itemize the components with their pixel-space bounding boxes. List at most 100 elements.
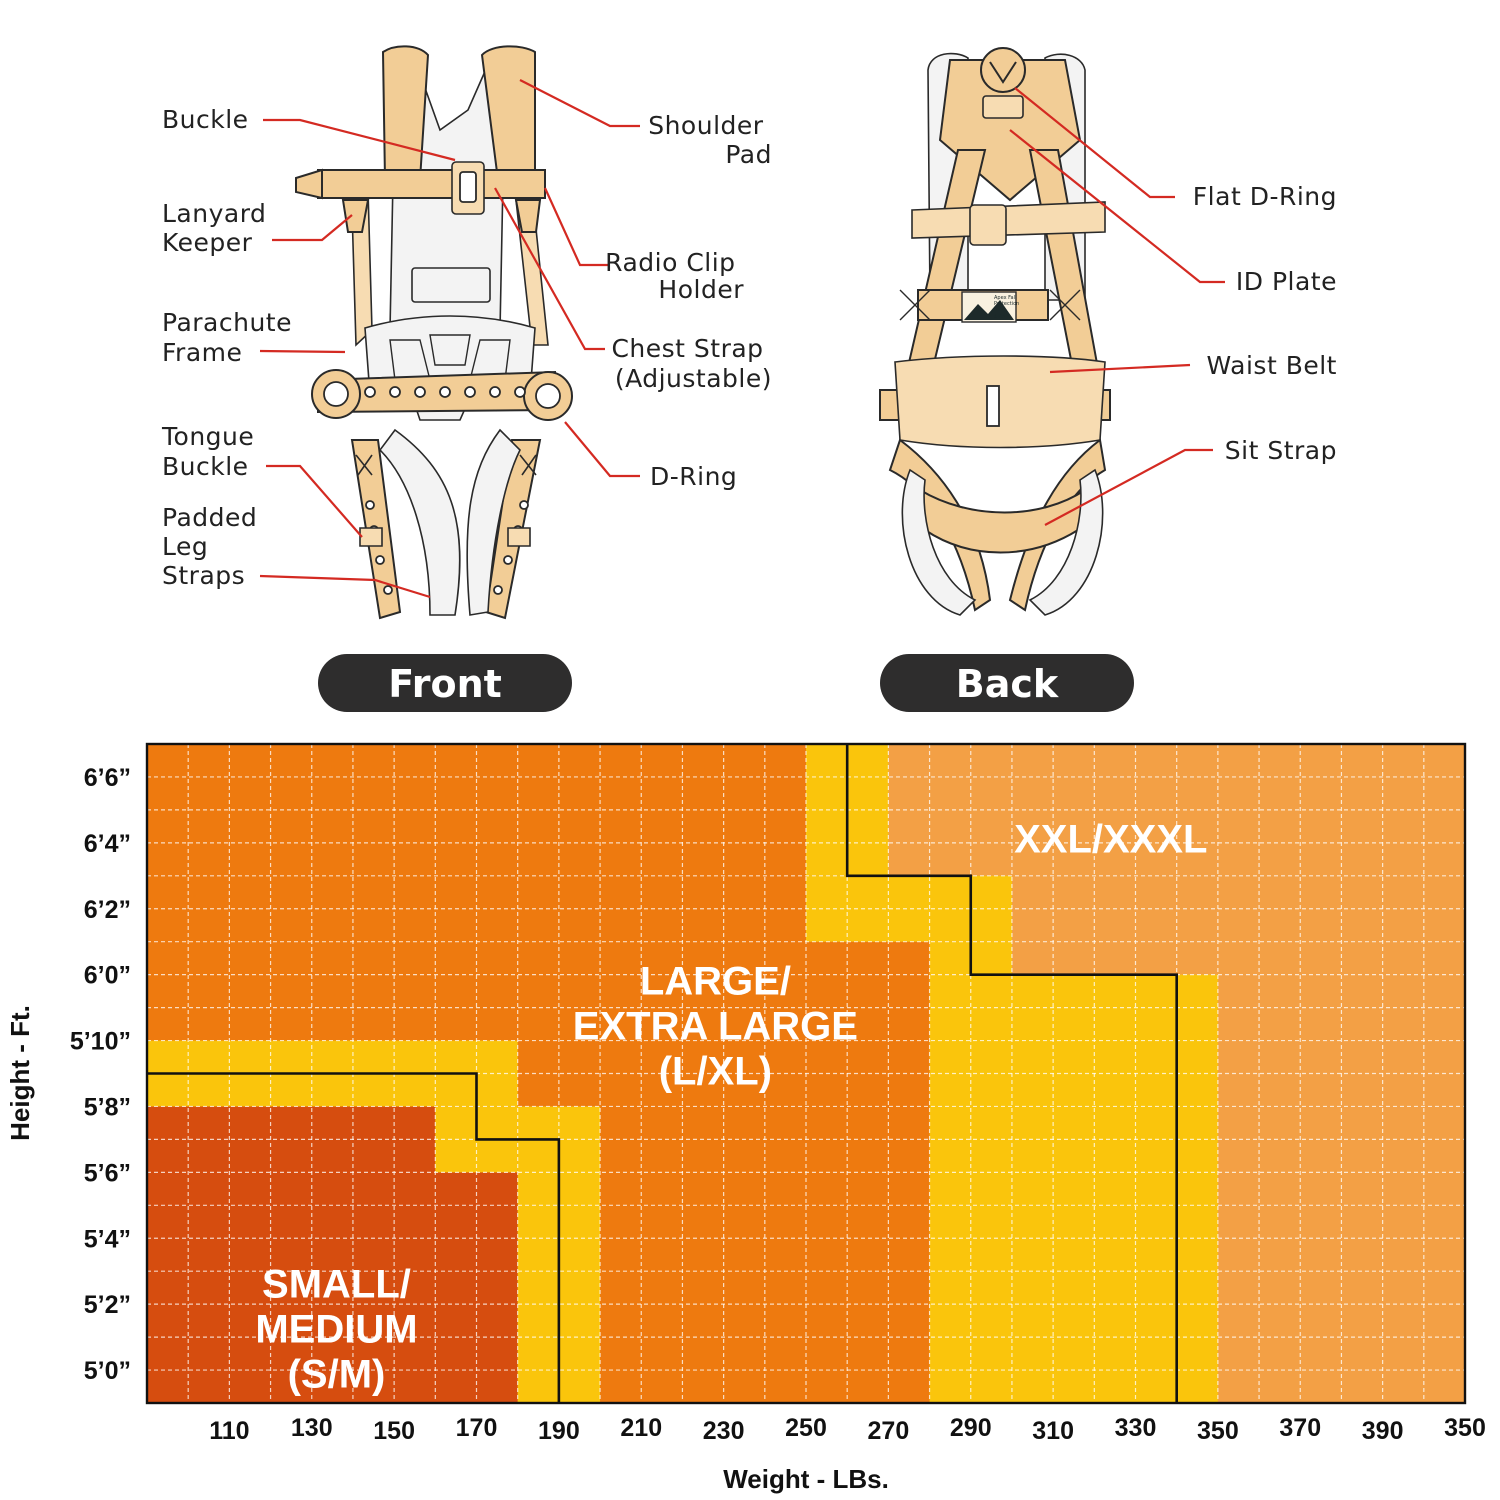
x-tick-label-12: 350 bbox=[1197, 1417, 1239, 1445]
size-chart-boundaries bbox=[147, 744, 1178, 1403]
size-zone-labels: SMALL/MEDIUM(S/M) LARGE/EXTRA LARGE(L/XL)… bbox=[255, 818, 1207, 1397]
x-tick-label-4: 190 bbox=[538, 1417, 580, 1445]
x-tick-label-15: 350 bbox=[1444, 1414, 1486, 1442]
x-tick-label-11: 330 bbox=[1115, 1414, 1157, 1442]
y-tick-label-9: 5’0” bbox=[84, 1357, 131, 1385]
front-chest-strap-tip bbox=[295, 168, 323, 200]
size-chart-frame bbox=[145, 742, 1467, 1405]
x-tick-label-14: 390 bbox=[1362, 1417, 1404, 1445]
back-harness-illustration: Apex Fall Protection AFP bbox=[879, 47, 1111, 616]
x-tick-label-2: 150 bbox=[373, 1417, 415, 1445]
front-pill: Front bbox=[318, 654, 572, 712]
back-callout-labels: Flat D-Ring ID Plate Waist Belt Sit Stra… bbox=[1193, 182, 1337, 465]
back-right-leg-pad bbox=[1028, 468, 1104, 616]
back-right-cross-strap bbox=[1028, 149, 1102, 381]
front-crotch-pad bbox=[378, 428, 461, 616]
zone-label-large_extra_large-line-2: (L/XL) bbox=[659, 1049, 772, 1093]
zone-label-small_medium-line-1: MEDIUM bbox=[255, 1308, 417, 1352]
back-callout-leaders bbox=[1009, 87, 1225, 526]
y-tick-label-5: 5’8” bbox=[84, 1093, 131, 1121]
back-id-plate bbox=[982, 95, 1024, 119]
label-sit-strap: Sit Strap bbox=[1225, 436, 1337, 465]
zone-small_medium-rect-1 bbox=[147, 1172, 518, 1403]
front-right-d-ring-hole bbox=[535, 383, 561, 409]
front-left-d-ring-hole bbox=[323, 381, 349, 407]
front-right-lanyard-keeper bbox=[514, 199, 542, 233]
x-tick-label-7: 250 bbox=[785, 1414, 827, 1442]
back-flat-d-ring bbox=[980, 47, 1026, 93]
label-chest-strap: Chest Strap (Adjustable) bbox=[611, 334, 772, 393]
zone-label-xxl_xxxl: XXL/XXXL bbox=[1014, 818, 1207, 862]
zone-label-small_medium: SMALL/MEDIUM(S/M) bbox=[255, 1263, 417, 1397]
y-tick-label-1: 6’4” bbox=[84, 830, 131, 858]
overlap-band-6 bbox=[929, 974, 1218, 1403]
front-callout-labels: Buckle Lanyard Keeper Parachute Frame To… bbox=[161, 105, 772, 590]
back-chest-belt bbox=[911, 201, 1106, 239]
y-tick-label-0: 6’6” bbox=[84, 764, 131, 792]
chart-frame-border bbox=[145, 742, 1467, 1405]
front-left-tongue-buckle bbox=[359, 527, 383, 547]
y-tick-label-6: 5’6” bbox=[84, 1159, 131, 1187]
front-left-shoulder-pad bbox=[381, 45, 430, 181]
label-shoulder-pad: Shoulder Pad bbox=[648, 111, 772, 169]
back-flat-d-ring-mark bbox=[989, 61, 1017, 84]
label-tongue-buckle: Tongue Buckle bbox=[161, 422, 263, 481]
x-tick-label-6: 230 bbox=[703, 1417, 745, 1445]
back-strap-stitching bbox=[899, 289, 1081, 321]
y-tick-label-7: 5’4” bbox=[84, 1225, 131, 1253]
label-padded-leg-straps: Padded Leg Straps bbox=[162, 503, 266, 590]
front-crotch-pad-right bbox=[466, 428, 521, 616]
x-tick-label-10: 310 bbox=[1032, 1417, 1074, 1445]
label-d-ring: D-Ring bbox=[650, 462, 737, 491]
front-belt-grommets bbox=[364, 386, 526, 398]
front-leg-strap-stitching bbox=[355, 454, 537, 476]
front-left-lanyard-keeper bbox=[341, 199, 370, 233]
y-axis-tick-labels: 6’6” 6’4” 6’2” 6’0” 5’10” 5’8” 5’6” 5’4” 5’2” 5’0… bbox=[70, 764, 131, 1385]
label-radio-clip-holder: Radio Clip Holder bbox=[605, 248, 744, 304]
back-pill-label: Back bbox=[956, 662, 1059, 706]
x-tick-label-9: 290 bbox=[950, 1414, 992, 1442]
y-tick-label-8: 5’2” bbox=[84, 1291, 131, 1319]
zone-label-small_medium-line-2: (S/M) bbox=[288, 1353, 386, 1397]
front-pill-label: Front bbox=[388, 662, 502, 706]
front-pill-background bbox=[318, 654, 572, 712]
zone-label-xxl_xxxl-line-0: XXL/XXXL bbox=[1014, 818, 1207, 862]
back-belt-loop bbox=[986, 385, 1000, 427]
y-tick-label-4: 5’10” bbox=[70, 1028, 131, 1056]
back-left-leg-pad bbox=[901, 468, 977, 616]
x-tick-label-1: 130 bbox=[291, 1414, 333, 1442]
zone-label-large_extra_large: LARGE/EXTRA LARGE(L/XL) bbox=[573, 959, 858, 1093]
label-lanyard-keeper: Lanyard Keeper bbox=[162, 199, 275, 257]
zone-label-large_extra_large-line-1: EXTRA LARGE bbox=[573, 1004, 858, 1048]
y-axis-title: Height - Ft. bbox=[5, 1005, 35, 1141]
front-callout-leaders bbox=[259, 79, 640, 599]
front-chest-buckle-slot bbox=[459, 171, 477, 203]
zone-label-large_extra_large-line-0: LARGE/ bbox=[640, 959, 791, 1003]
label-buckle: Buckle bbox=[162, 105, 249, 134]
x-tick-label-8: 270 bbox=[868, 1417, 910, 1445]
front-chest-strap bbox=[317, 169, 546, 199]
x-tick-label-13: 370 bbox=[1279, 1414, 1321, 1442]
x-tick-label-0: 110 bbox=[209, 1417, 249, 1445]
y-tick-label-2: 6’2” bbox=[84, 896, 131, 924]
back-pill: Back bbox=[880, 654, 1134, 712]
back-brand-plate-text: Apex Fall Protection AFP bbox=[994, 295, 1021, 320]
size-boundary-line-0 bbox=[147, 1072, 561, 1403]
front-harness-illustration bbox=[295, 45, 573, 620]
back-pill-background bbox=[880, 654, 1134, 712]
zone-label-small_medium-line-0: SMALL/ bbox=[262, 1263, 411, 1307]
front-sternum-pad bbox=[411, 267, 491, 303]
label-id-plate: ID Plate bbox=[1236, 267, 1337, 296]
label-waist-belt: Waist Belt bbox=[1207, 351, 1337, 380]
back-chest-buckle bbox=[969, 204, 1007, 246]
size-chart: 110 130 150 170 190 210 230 250 270 290 310 330 350 3… bbox=[5, 742, 1486, 1494]
x-axis-tick-labels: 110 130 150 170 190 210 230 250 270 290 310 330 350 3… bbox=[209, 1414, 1486, 1445]
size-boundary-line-1 bbox=[845, 744, 1178, 1403]
x-tick-label-5: 210 bbox=[620, 1414, 662, 1442]
y-tick-label-3: 6’0” bbox=[84, 962, 131, 990]
label-parachute-frame: Parachute Frame bbox=[162, 308, 300, 367]
x-axis-title: Weight - LBs. bbox=[723, 1464, 889, 1494]
x-tick-label-3: 170 bbox=[456, 1414, 498, 1442]
size-chart-grid bbox=[147, 744, 1465, 1403]
